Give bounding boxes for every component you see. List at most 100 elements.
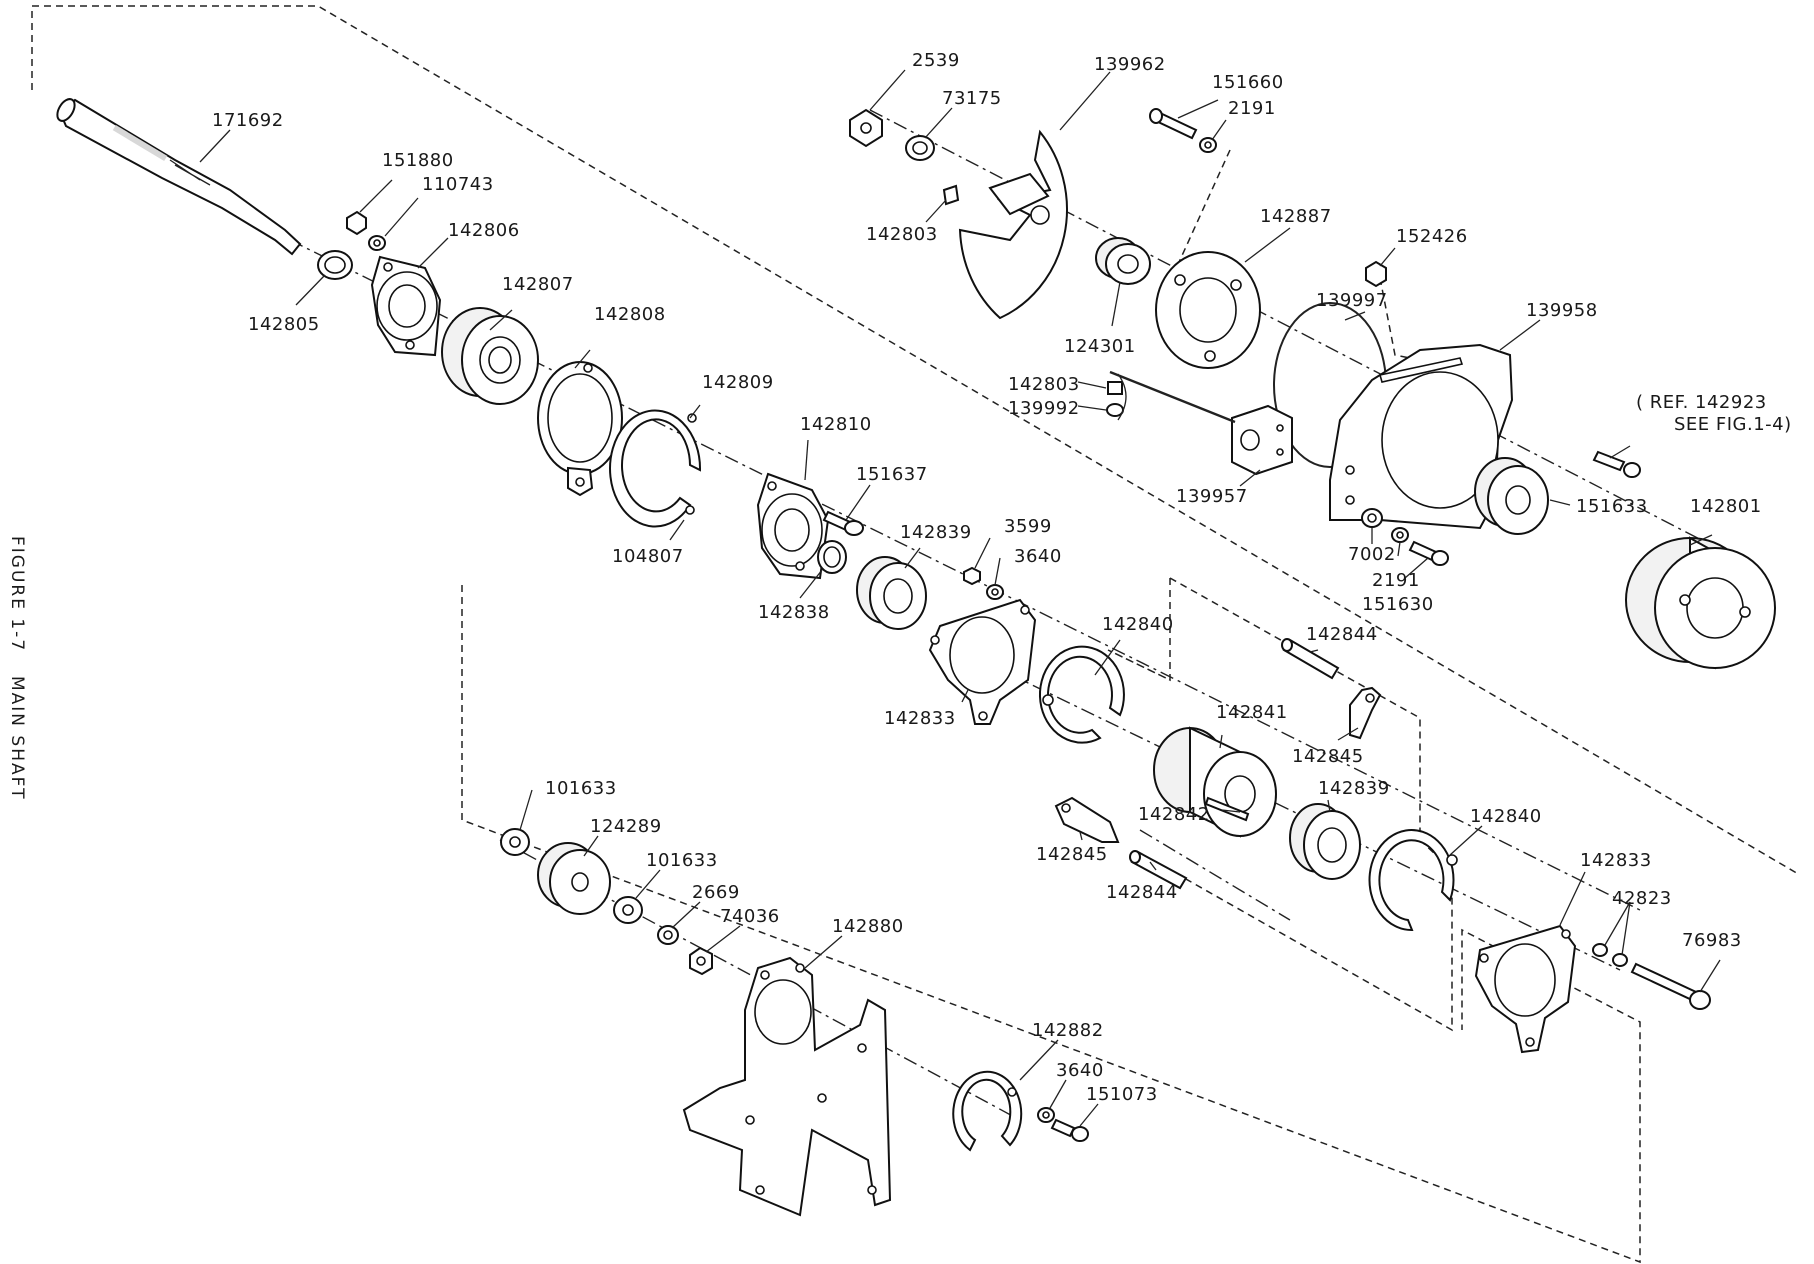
- snap-ring-142809: [609, 409, 702, 528]
- flange-142887: [1155, 251, 1261, 369]
- label-104807: 104807: [612, 546, 684, 567]
- pin-142844-lower: [1129, 850, 1188, 890]
- cup-139992: [1106, 403, 1124, 417]
- washer-142805: [317, 250, 353, 280]
- key-142842: [1204, 796, 1250, 822]
- bearing-151633: [1474, 457, 1549, 535]
- caption-title: MAIN SHAFT: [7, 676, 27, 801]
- roller-124289: [537, 842, 611, 915]
- label-139992: 139992: [1008, 398, 1080, 419]
- label-7002: 7002: [1348, 544, 1396, 565]
- cam-plate-142833-lower: [1474, 924, 1577, 1054]
- label-142842: 142842: [1138, 804, 1210, 825]
- caption-figure-number: FIGURE 1-7: [7, 536, 27, 652]
- part-labels: 171692 151880 110743 142806 142805 14280…: [212, 50, 1792, 1105]
- main-axis-lower: [499, 839, 1021, 1121]
- setscrew-142803-mid: [1107, 381, 1123, 395]
- washer-3640-upper: [986, 584, 1004, 600]
- label-3640-lower: 3640: [1056, 1060, 1104, 1081]
- label-139958: 139958: [1526, 300, 1598, 321]
- label-142839-lower: 142839: [1318, 778, 1390, 799]
- lower-callout-boundary: [461, 585, 1641, 1264]
- washer-101633-left: [500, 828, 530, 856]
- shaft-171692: [56, 98, 302, 256]
- label-2539: 2539: [912, 50, 960, 71]
- figure-caption: FIGURE 1-7 MAIN SHAFT: [7, 536, 27, 801]
- label-142845-lower: 142845: [1036, 844, 1108, 865]
- mid-callout-boundary: [1107, 577, 1453, 1032]
- washer-142838: [817, 540, 847, 574]
- washer-2191-lower: [1391, 527, 1409, 543]
- clip-142845-lower: [1054, 796, 1120, 843]
- label-151880: 151880: [382, 150, 454, 171]
- label-74036: 74036: [720, 906, 780, 927]
- bearing-142839-upper: [856, 556, 927, 630]
- label-ref-line2: SEE FIG.1-4): [1674, 414, 1792, 435]
- label-142839-upper: 142839: [900, 522, 972, 543]
- main-axis-top: [869, 109, 1741, 561]
- label-142801: 142801: [1690, 496, 1762, 517]
- label-2191-top: 2191: [1228, 98, 1276, 119]
- label-142803-mid: 142803: [1008, 374, 1080, 395]
- label-142803-top: 142803: [866, 224, 938, 245]
- label-142844-lower: 142844: [1106, 882, 1178, 903]
- cam-139962: [958, 129, 1068, 320]
- aux-axis-142844: [1139, 829, 1291, 921]
- screw-76983: [1630, 962, 1711, 1010]
- label-124301: 124301: [1064, 336, 1136, 357]
- label-142845-upper: 142845: [1292, 746, 1364, 767]
- flange-bearing-142810: [756, 472, 830, 580]
- washer-3640-lower: [1037, 1107, 1055, 1123]
- label-2191-lower: 2191: [1372, 570, 1420, 591]
- label-151073: 151073: [1086, 1084, 1158, 1105]
- label-142810: 142810: [800, 414, 872, 435]
- nut-152426: [1365, 260, 1387, 288]
- clip-142845-upper: [1349, 686, 1382, 740]
- snap-ring-142840-upper: [1038, 645, 1125, 744]
- label-3640-upper: 3640: [1014, 546, 1062, 567]
- label-142806: 142806: [448, 220, 520, 241]
- label-73175: 73175: [942, 88, 1002, 109]
- screw-151073: [1050, 1118, 1089, 1142]
- label-152426: 152426: [1396, 226, 1468, 247]
- label-101633-left: 101633: [545, 778, 617, 799]
- label-42823: 42823: [1612, 888, 1672, 909]
- setscrew-142803-top: [942, 184, 960, 206]
- label-171692: 171692: [212, 110, 284, 131]
- label-151637: 151637: [856, 464, 928, 485]
- leader-lines: [199, 69, 1721, 1127]
- pulley-142801: [1625, 536, 1776, 670]
- upper-callout-boundary: [31, 5, 1801, 876]
- nut-2539: [849, 108, 883, 148]
- label-142808: 142808: [594, 304, 666, 325]
- snap-ring-142840-lower: [1368, 829, 1458, 932]
- label-142838: 142838: [758, 602, 830, 623]
- label-142809: 142809: [702, 372, 774, 393]
- nut-151880: [346, 210, 367, 236]
- label-76983: 76983: [1682, 930, 1742, 951]
- label-2669: 2669: [692, 882, 740, 903]
- label-124289: 124289: [590, 816, 662, 837]
- pin-ref-142923: [1592, 450, 1641, 478]
- label-142887: 142887: [1260, 206, 1332, 227]
- label-142840-lower: 142840: [1470, 806, 1542, 827]
- bushing-124301: [1095, 237, 1151, 285]
- label-3599: 3599: [1004, 516, 1052, 537]
- label-151633: 151633: [1576, 496, 1648, 517]
- washers-42823: [1592, 943, 1628, 967]
- cam-plate-142833-upper: [928, 598, 1037, 725]
- bearing-142807: [441, 307, 539, 405]
- screw-151660: [1149, 108, 1198, 140]
- washer-2669: [657, 925, 679, 945]
- bracket-mark-142803-139992: [1117, 373, 1127, 421]
- washer-2191-top: [1199, 137, 1217, 153]
- flange-bearing-142806: [370, 255, 442, 357]
- aux-axis-152426: [1379, 277, 1421, 361]
- screw-151630: [1408, 540, 1449, 566]
- lockwasher-73175: [905, 135, 935, 161]
- label-151630: 151630: [1362, 594, 1434, 615]
- label-142880: 142880: [832, 916, 904, 937]
- washer-101633-right: [613, 896, 643, 924]
- label-142833-upper: 142833: [884, 708, 956, 729]
- label-110743: 110743: [422, 174, 494, 195]
